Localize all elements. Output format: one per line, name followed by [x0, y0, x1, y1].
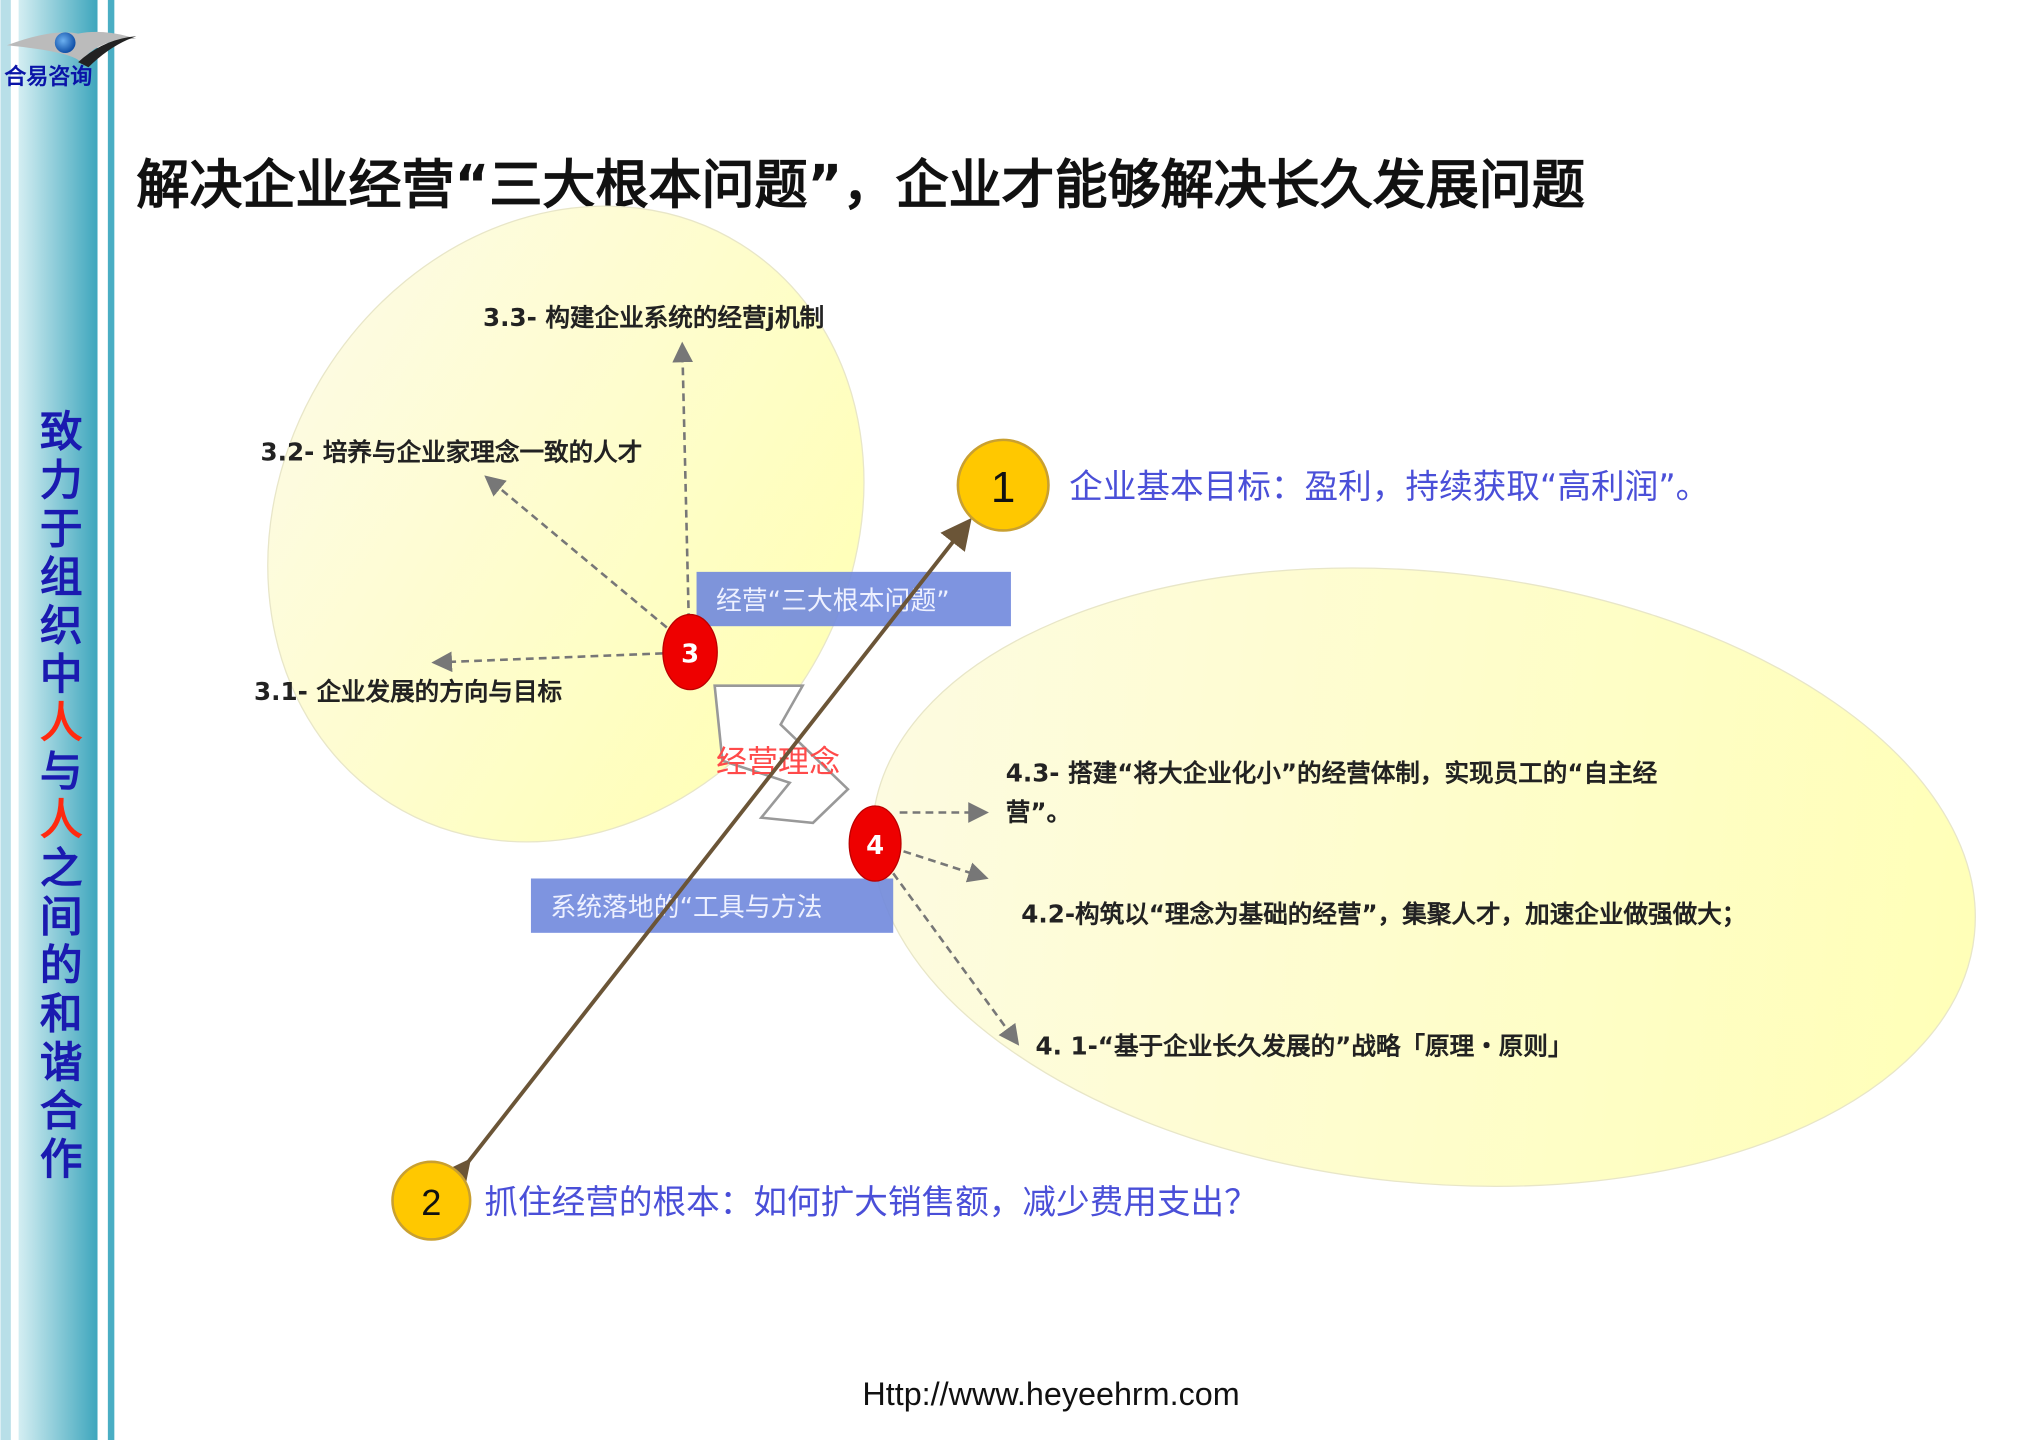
slogan-char: 与 — [40, 747, 83, 797]
item-3-2: 3.2- 培养与企业家理念一致的人才 — [261, 438, 643, 467]
item-4-1: 4. 1-“基于企业长久发展的”战略「原理・原则」 — [1036, 1031, 1573, 1060]
slogan-char: 于 — [40, 504, 83, 554]
slogan-char: 致 — [40, 407, 83, 457]
slogan-char: 的 — [40, 941, 83, 991]
slogan-char: 和 — [40, 990, 83, 1040]
logo-text: 合易咨询 — [4, 64, 92, 90]
item-4-3: 4.3- 搭建“将大企业化小”的经营体制，实现员工的“自主经 — [1006, 758, 1658, 787]
slogan-char: 人 — [40, 796, 83, 846]
slogan-char: 组 — [40, 553, 83, 603]
slogan-char: 谐 — [40, 1038, 83, 1088]
center-label: 经营理念 — [716, 744, 840, 780]
company-logo: 合易咨询 — [4, 31, 137, 90]
page-title: 解决企业经营“三大根本问题”，企业才能够解决长久发展问题 — [136, 154, 1585, 216]
item-3-3: 3.3- 构建企业系统的经营j机制 — [483, 303, 824, 332]
svg-text:3: 3 — [681, 639, 699, 669]
svg-text:2: 2 — [421, 1182, 441, 1223]
node2-label: 抓住经营的根本：如何扩大销售额，减少费用支出？ — [484, 1183, 1257, 1222]
node-1: 1 — [956, 438, 1050, 532]
sidebar — [0, 0, 115, 1440]
footer-url[interactable]: Http://www.heyeehrm.com — [862, 1376, 1239, 1412]
item-4-3-cont: 营”。 — [1006, 797, 1071, 826]
node3-arrows — [431, 341, 694, 673]
item-4-2: 4.2-构筑以“理念为基础的经营”，集聚人才，加速企业做强做大； — [1021, 899, 1746, 928]
ellipse-tools — [871, 567, 1976, 1187]
slogan-char: 中 — [40, 650, 83, 700]
slogan-char: 作 — [40, 1135, 83, 1185]
node-3: 3 — [662, 613, 718, 691]
main-axis-arrow — [439, 517, 972, 1193]
node4-arrows — [892, 802, 1020, 1046]
svg-text:1: 1 — [991, 463, 1015, 512]
node-2: 2 — [391, 1160, 472, 1241]
slogan-char: 间 — [40, 893, 83, 943]
node4-box-label: 系统落地的“工具与方法 — [550, 893, 822, 923]
svg-text:4: 4 — [866, 831, 884, 861]
slogan-char: 合 — [40, 1087, 83, 1137]
node-4: 4 — [848, 805, 902, 882]
slogan-char: 之 — [40, 844, 83, 894]
slogan-char: 力 — [40, 456, 83, 506]
node1-label: 企业基本目标：盈利，持续获取“高利润”。 — [1069, 467, 1709, 506]
item-3-1: 3.1- 企业发展的方向与目标 — [254, 677, 563, 706]
slogan-char: 织 — [40, 601, 83, 651]
slogan-char: 人 — [40, 698, 83, 748]
